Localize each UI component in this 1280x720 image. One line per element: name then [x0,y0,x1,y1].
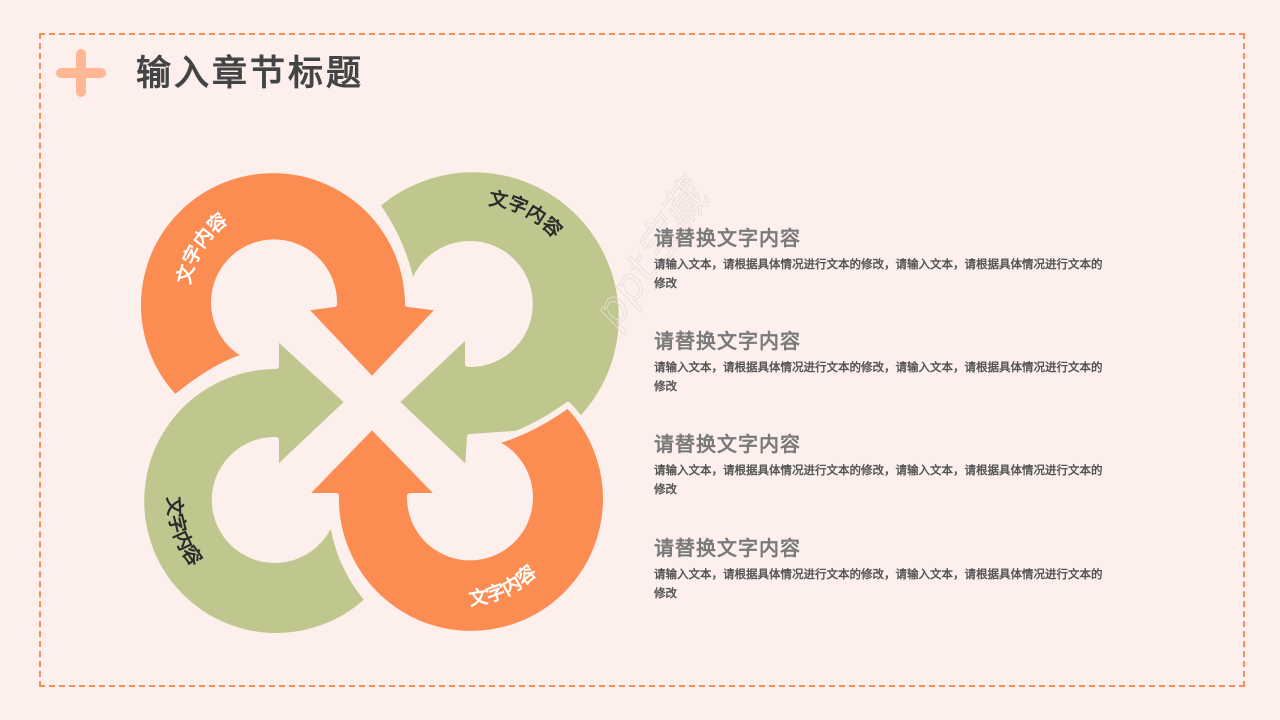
item-body: 请输入文本，请根据具体情况进行文本的修改，请输入文本，请根据具体情况进行文本的修… [654,360,1103,393]
segment-bottom-left: 文字内容 [138,333,371,639]
item-heading: 请替换文字内容 [654,329,801,353]
text-item-3: 请替换文字内容 请输入文本，请根据具体情况进行文本的修改，请输入文本，请根据具体… [654,431,1114,499]
text-item-2: 请替换文字内容 请输入文本，请根据具体情况进行文本的修改，请输入文本，请根据具体… [654,328,1114,396]
text-item-4: 请替换文字内容 请输入文本，请根据具体情况进行文本的修改，请输入文本，请根据具体… [654,535,1114,603]
plus-icon [56,49,106,97]
segment-top-left: 文字内容 [135,167,443,401]
item-body: 请输入文本，请根据具体情况进行文本的修改，请输入文本，请根据具体情况进行文本的修… [654,567,1103,600]
item-heading: 请替换文字内容 [654,432,801,456]
segment-bottom-right: 文字内容 [301,402,609,637]
item-body: 请输入文本，请根据具体情况进行文本的修改，请输入文本，请根据具体情况进行文本的修… [654,257,1103,290]
text-item-1: 请替换文字内容 请输入文本，请根据具体情况进行文本的修改，请输入文本，请根据具体… [654,225,1114,293]
segment-top-right: 文字内容 [374,166,625,473]
item-heading: 请替换文字内容 [654,536,801,560]
page-title: 输入章节标题 [136,54,365,94]
dashed-frame [39,33,1245,687]
item-body: 请输入文本，请根据具体情况进行文本的修改，请输入文本，请根据具体情况进行文本的修… [654,463,1103,496]
item-heading: 请替换文字内容 [654,226,801,250]
